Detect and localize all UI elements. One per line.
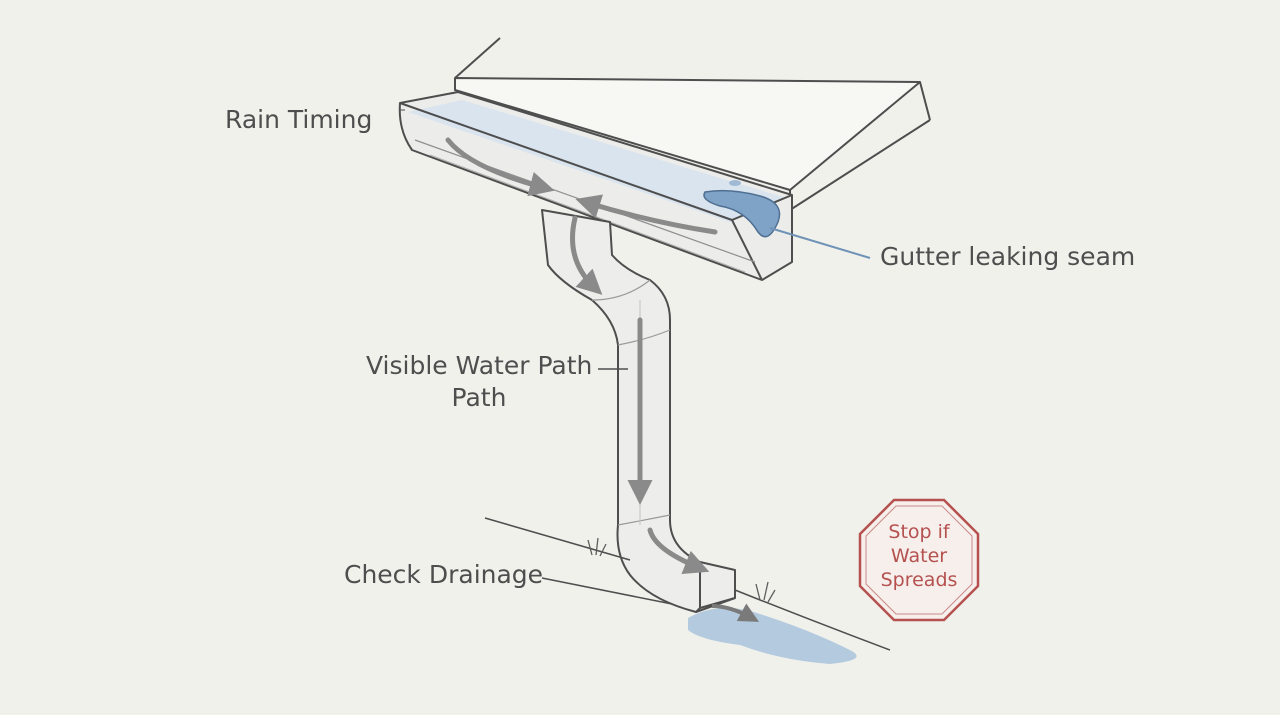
gutter-leak-label: Gutter leaking seam <box>880 242 1136 271</box>
flow-arrow-icon <box>647 527 710 575</box>
gutter-flow-arrows <box>445 137 718 235</box>
water-path-label-line2: Path <box>451 383 507 412</box>
stop-sign-icon <box>858 498 980 622</box>
stop-sign-line3: Spreads <box>880 569 958 591</box>
ground-line <box>484 517 891 651</box>
stop-sign-inner-border <box>865 505 973 615</box>
flow-arrow-icon <box>445 137 555 197</box>
water-puddle-icon <box>688 603 857 664</box>
roof-edge <box>454 37 931 211</box>
stop-sign-text: Stop if Water Spreads <box>862 520 976 592</box>
leak-callout-line <box>769 227 871 259</box>
flow-arrow-icon <box>570 215 603 295</box>
check-drainage-label: Check Drainage <box>344 560 544 589</box>
downspout-flow-arrows <box>570 215 710 575</box>
drainage-callout-line <box>541 577 673 605</box>
water-path-label: Visible Water Path Path <box>366 350 592 414</box>
grass-tuft-icon <box>587 537 776 603</box>
leak-spot-icon <box>703 180 781 238</box>
rain-timing-label: Rain Timing <box>225 105 373 134</box>
stop-sign-line2: Water <box>890 545 948 567</box>
water-path-label-line1: Visible Water Path <box>366 351 593 380</box>
stop-sign-line1: Stop if <box>888 521 950 543</box>
flow-arrow-icon <box>575 194 718 235</box>
